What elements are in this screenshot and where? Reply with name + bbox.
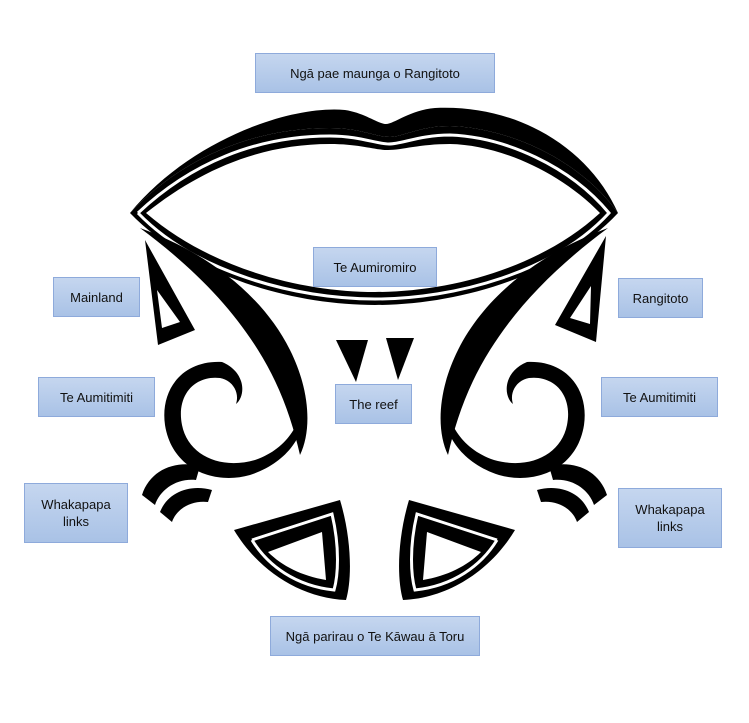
right-whakapapa-swoop-2 — [537, 488, 589, 522]
eye-inner-line — [136, 133, 611, 301]
label-center: Te Aumiromiro — [313, 247, 437, 287]
left-koru — [164, 361, 306, 478]
label-whakapapa-right: Whakapapa links — [618, 488, 722, 548]
right-koru — [443, 361, 585, 478]
right-wing — [399, 500, 515, 600]
label-top: Ngā pae maunga o Rangitoto — [255, 53, 495, 93]
left-whakapapa-swoop-2 — [160, 488, 212, 522]
reef-tooth-right — [386, 338, 414, 380]
label-aumitimiti-right: Te Aumitimiti — [601, 377, 718, 417]
left-triangle — [145, 240, 195, 345]
left-wing-white-line — [250, 512, 339, 592]
right-koru-inner-line — [508, 419, 553, 449]
label-aumitimiti-left: Te Aumitimiti — [38, 377, 155, 417]
left-cheek-swoop — [140, 228, 308, 455]
right-wing-white-line — [410, 512, 499, 592]
label-whakapapa-left: Whakapapa links — [24, 483, 128, 543]
right-whakapapa-swoop — [549, 464, 607, 505]
label-bottom: Ngā parirau o Te Kāwau ā Toru — [270, 616, 480, 656]
reef-tooth-left — [336, 340, 368, 382]
left-koru-inner-line — [196, 419, 241, 449]
right-cheek-swoop — [440, 228, 608, 455]
left-wing — [234, 500, 350, 600]
label-mainland: Mainland — [53, 277, 140, 317]
label-reef: The reef — [335, 384, 412, 424]
right-triangle — [555, 236, 606, 342]
label-rangitoto: Rangitoto — [618, 278, 703, 318]
left-whakapapa-swoop — [142, 464, 200, 505]
top-brow-shape — [130, 107, 618, 213]
